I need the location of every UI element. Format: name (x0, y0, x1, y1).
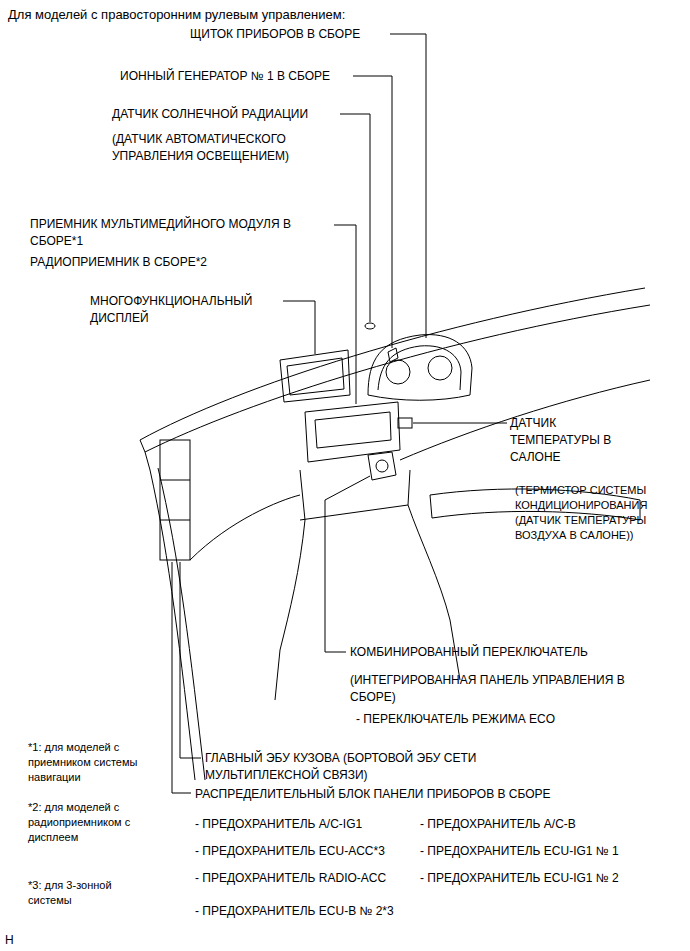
leader-line (325, 476, 370, 652)
fuse-label: - ПРЕДОХРАНИТЕЛЬ ECU-B № 2*3 (195, 903, 394, 920)
leader-line (172, 562, 191, 793)
room-temp-sensor (398, 418, 412, 428)
fuse-label: - ПРЕДОХРАНИТЕЛЬ ECU-ACC*3 (195, 843, 385, 860)
leader-line (283, 301, 315, 354)
radio-face (315, 412, 391, 448)
part-note: (ДАТЧИК АВТОМАТИЧЕСКОГО УПРАВЛЕНИЯ ОСВЕЩ… (112, 131, 327, 165)
fuse-label: - ПРЕДОХРАНИТЕЛЬ RADIO-ACC (195, 870, 386, 887)
fuse-label: - ПРЕДОХРАНИТЕЛЬ A/C-B (420, 816, 576, 833)
part-label: МНОГОФУНКЦИОНАЛЬНЫЙ ДИСПЛЕЙ (90, 293, 280, 327)
leader-line (334, 225, 356, 404)
gauge (428, 356, 452, 380)
switch-knob (376, 460, 388, 472)
display-screen (287, 358, 344, 395)
leader-line (180, 562, 201, 758)
part-label: РАСПРЕДЕЛИТЕЛЬНЫЙ БЛОК ПАНЕЛИ ПРИБОРОВ В… (195, 786, 551, 803)
part-label: ПРИЕМНИК МУЛЬТИМЕДИЙНОГО МОДУЛЯ В СБОРЕ*… (30, 216, 335, 250)
part-label: КОМБИНИРОВАННЫЙ ПЕРЕКЛЮЧАТЕЛЬ (350, 644, 588, 661)
console-top (300, 505, 408, 520)
ecu-detail (160, 480, 190, 520)
footnote: *3: для 3-зонной системы (28, 878, 138, 908)
body-ecu (160, 440, 190, 560)
multi-display (280, 350, 350, 402)
instrument-cluster (368, 335, 472, 401)
solar-sensor (365, 323, 375, 329)
leader-line (413, 423, 507, 424)
console-left (275, 470, 305, 700)
gauge (386, 360, 410, 384)
part-label: ДАТЧИК ТЕМПЕРАТУРЫ В САЛОНЕ (510, 415, 630, 466)
combination-switch (368, 452, 396, 480)
figure-code: H (5, 932, 14, 949)
part-label: ЩИТОК ПРИБОРОВ В СБОРЕ (190, 26, 360, 43)
dash-corner (140, 440, 150, 470)
footnote: *1: для моделей с приемником системы нав… (28, 740, 138, 785)
left-pillar-inner (158, 468, 205, 780)
leader-line (340, 114, 370, 322)
fuse-label: - ПРЕДОХРАНИТЕЛЬ A/C-IG1 (195, 816, 362, 833)
dash-lower-left (190, 495, 300, 560)
part-note: - ПЕРЕКЛЮЧАТЕЛЬ РЕЖИМА ECO (356, 711, 555, 728)
part-label: РАДИОПРИЕМНИК В СБОРЕ*2 (30, 254, 207, 271)
dash-edge (145, 305, 650, 452)
cluster-hood (378, 346, 461, 390)
heading: Для моделей с правосторонним рулевым упр… (8, 6, 345, 23)
part-label: ГЛАВНЫЙ ЭБУ КУЗОВА (БОРТОВОЙ ЭБУ СЕТИ МУ… (205, 750, 480, 784)
part-note: (ТЕРМИСТОР СИСТЕМЫ КОНДИЦИОНИРОВАНИЯ (ДА… (515, 483, 680, 543)
leader-line (390, 34, 426, 338)
part-label: ИОННЫЙ ГЕНЕРАТОР № 1 В СБОРЕ (120, 68, 330, 85)
footnote: *2: для моделей с радиоприемником с дисп… (28, 800, 143, 845)
fuse-label: - ПРЕДОХРАНИТЕЛЬ ECU-IG1 № 1 (420, 843, 619, 860)
fuse-label: - ПРЕДОХРАНИТЕЛЬ ECU-IG1 № 2 (420, 870, 619, 887)
part-note: (ИНТЕГРИРОВАННАЯ ПАНЕЛЬ УПРАВЛЕНИЯ В СБО… (350, 672, 670, 706)
ion-generator (388, 348, 398, 362)
part-label: ДАТЧИК СОЛНЕЧНОЙ РАДИАЦИИ (112, 106, 308, 123)
leader-line (353, 76, 392, 348)
